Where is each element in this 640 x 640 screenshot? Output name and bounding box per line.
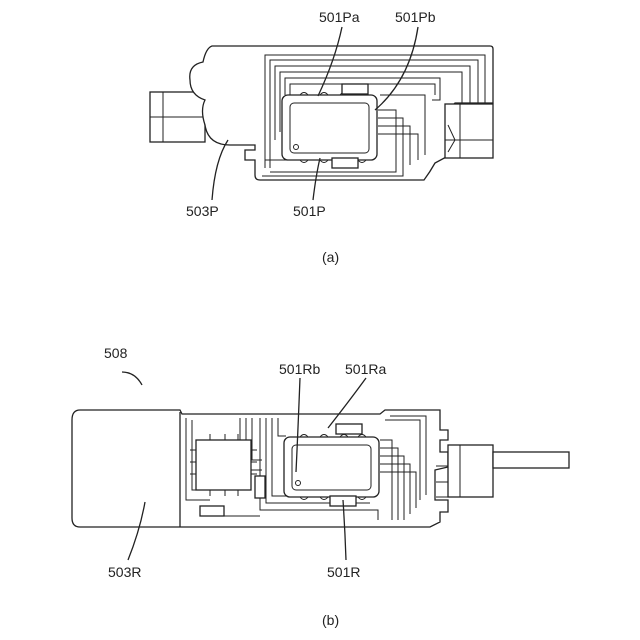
chip-501R: [284, 435, 379, 500]
label-501Ra: 501Ra: [345, 361, 386, 377]
component-a-bottom: [332, 158, 358, 168]
label-503R: 503R: [108, 564, 141, 580]
component-b-side: [255, 476, 265, 498]
label-501Rb: 501Rb: [279, 361, 320, 377]
right-connector: [445, 104, 493, 158]
figure-b: 508 501Rb 501Ra 503R 501R (b): [72, 345, 569, 628]
caption-b: (b): [322, 612, 339, 628]
component-a-top: [342, 84, 368, 94]
component-b-top: [336, 424, 362, 434]
figure-a: 501Pa 501Pb 503P 501P (a): [150, 9, 493, 265]
label-501Pa: 501Pa: [319, 9, 360, 25]
chip-501P: [282, 93, 377, 163]
label-501Pb: 501Pb: [395, 9, 436, 25]
label-501R: 501R: [327, 564, 360, 580]
chip-left-b: [190, 434, 257, 496]
label-501P: 501P: [293, 203, 326, 219]
component-b-left-bottom: [200, 506, 224, 516]
right-connector-b: [436, 445, 569, 497]
caption-a: (a): [322, 249, 339, 265]
left-connector: [150, 92, 205, 142]
label-508: 508: [104, 345, 128, 361]
label-503P: 503P: [186, 203, 219, 219]
